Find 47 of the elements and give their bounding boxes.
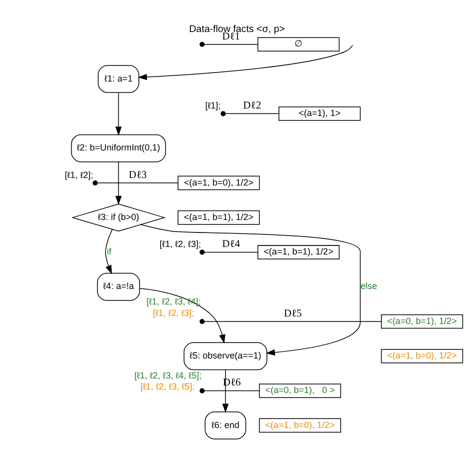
connector (225, 113, 280, 114)
arrow (222, 370, 229, 413)
arrow (115, 92, 122, 136)
node-box: ℓ2: b=UniformInt(0,1) (71, 134, 166, 162)
node-box: <(a=1, b=1), 1/2> (257, 245, 340, 260)
node-box: <(a=1, b=1), 1/2> (178, 210, 260, 225)
arrow (140, 224, 361, 356)
node-circle (92, 180, 98, 186)
node-box: <(a=1, b=0), 1/2> (258, 418, 342, 433)
connector (204, 390, 260, 392)
arrow (105, 228, 113, 274)
node-box: ℓ6: end (204, 412, 246, 440)
connector (204, 44, 258, 45)
node-label: [ℓ1, ℓ2]; (64, 170, 94, 180)
node-label: [ℓ1, ℓ2, ℓ3]; (152, 308, 194, 318)
arrow (138, 44, 354, 80)
node-box: ℓ4: a=!a (97, 272, 140, 301)
arrow (139, 288, 226, 344)
edge-label: else (360, 281, 378, 292)
node-circle (200, 388, 205, 394)
node-label: [ℓ1]; (205, 100, 221, 111)
node-circle (220, 111, 226, 116)
node-diamond: ℓ3: if (b>0) (71, 204, 166, 232)
node-circle (200, 250, 205, 255)
node-circle (200, 318, 205, 324)
edge-label: Dℓ2 (243, 100, 262, 112)
node-label: [ℓ1, ℓ2, ℓ3, ℓ4, ℓ5]; (134, 370, 202, 380)
node-box: ℓ5: observe(a==1) (184, 342, 268, 370)
node-circle (200, 42, 205, 47)
node-label: [ℓ1, ℓ2, ℓ3, ℓ5]; (140, 382, 195, 392)
node-box: <(a=0, b=1), 0 > (258, 384, 342, 398)
edge-label: Dℓ3 (128, 170, 147, 181)
arrow (115, 162, 122, 205)
node-box: <(a=0, b=1), 1/2> (380, 314, 464, 329)
node-box: <(a=1, b=0), 1/2> (178, 176, 260, 190)
node-box: <(a=1, b=0), 1/2> (380, 349, 464, 364)
edge-label: Dℓ1 (222, 31, 240, 42)
edge-label: Dℓ4 (222, 239, 240, 250)
edge-label: Dℓ5 (284, 308, 302, 320)
connector (204, 252, 258, 253)
node-box: ∅ (257, 37, 340, 52)
node-label: [ℓ1, ℓ2, ℓ3]; (160, 239, 201, 250)
node-box: <(a=1), 1> (278, 106, 361, 121)
node-box: ℓ1: a=1 (98, 65, 140, 93)
edge-label: if (106, 246, 112, 257)
connector (97, 182, 178, 184)
connector (204, 321, 382, 322)
